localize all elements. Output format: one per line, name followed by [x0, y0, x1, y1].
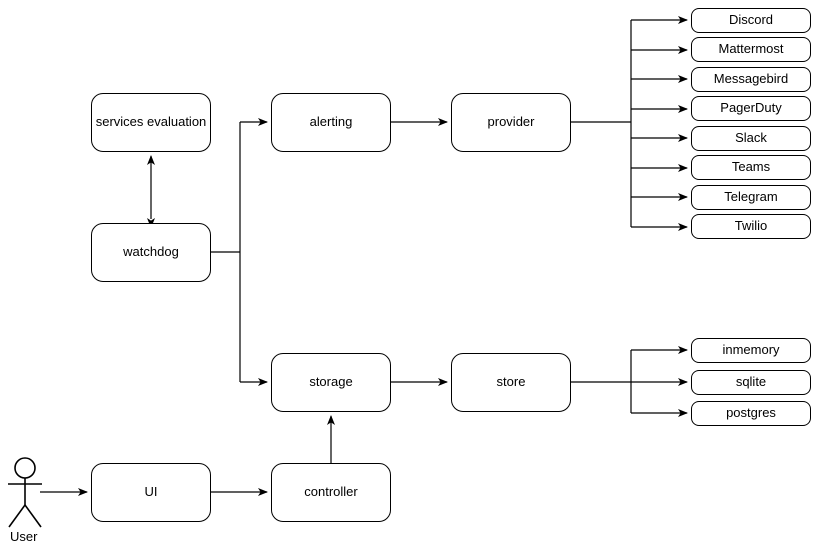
node-provider-slack-label: Slack	[735, 130, 767, 146]
node-provider-label: provider	[487, 114, 535, 130]
node-provider-discord[interactable]: Discord	[691, 8, 811, 33]
node-store[interactable]: store	[451, 353, 571, 412]
node-provider-mattermost[interactable]: Mattermost	[691, 37, 811, 62]
node-store-sqlite[interactable]: sqlite	[691, 370, 811, 395]
node-alerting[interactable]: alerting	[271, 93, 391, 152]
node-services-evaluation[interactable]: services evaluation	[91, 93, 211, 152]
node-provider-telegram-label: Telegram	[724, 189, 778, 205]
node-store-label: store	[496, 374, 526, 390]
user-stick-figure	[8, 457, 42, 528]
node-provider-telegram[interactable]: Telegram	[691, 185, 811, 210]
node-watchdog-label: watchdog	[123, 244, 179, 260]
node-controller[interactable]: controller	[271, 463, 391, 522]
node-store-inmemory[interactable]: inmemory	[691, 338, 811, 363]
node-provider-teams-label: Teams	[731, 159, 771, 175]
node-provider-twilio-label: Twilio	[734, 218, 768, 234]
node-provider-twilio[interactable]: Twilio	[691, 214, 811, 239]
node-store-inmemory-label: inmemory	[722, 342, 780, 358]
node-ui-label: UI	[144, 484, 158, 500]
node-storage[interactable]: storage	[271, 353, 391, 412]
node-provider[interactable]: provider	[451, 93, 571, 152]
node-provider-pagerduty[interactable]: PagerDuty	[691, 96, 811, 121]
node-provider-teams[interactable]: Teams	[691, 155, 811, 180]
node-ui[interactable]: UI	[91, 463, 211, 522]
node-services-evaluation-label: services evaluation	[95, 114, 207, 130]
node-store-sqlite-label: sqlite	[735, 374, 767, 390]
node-provider-mattermost-label: Mattermost	[718, 41, 784, 57]
node-store-postgres[interactable]: postgres	[691, 401, 811, 426]
user-actor-label: User	[10, 529, 38, 544]
node-storage-label: storage	[309, 374, 353, 390]
node-provider-discord-label: Discord	[728, 12, 774, 28]
node-provider-slack[interactable]: Slack	[691, 126, 811, 151]
node-alerting-label: alerting	[309, 114, 353, 130]
node-provider-pagerduty-label: PagerDuty	[720, 100, 782, 116]
node-provider-messagebird[interactable]: Messagebird	[691, 67, 811, 92]
node-store-postgres-label: postgres	[726, 405, 776, 421]
node-provider-messagebird-label: Messagebird	[713, 71, 789, 87]
node-controller-label: controller	[304, 484, 358, 500]
node-watchdog[interactable]: watchdog	[91, 223, 211, 282]
